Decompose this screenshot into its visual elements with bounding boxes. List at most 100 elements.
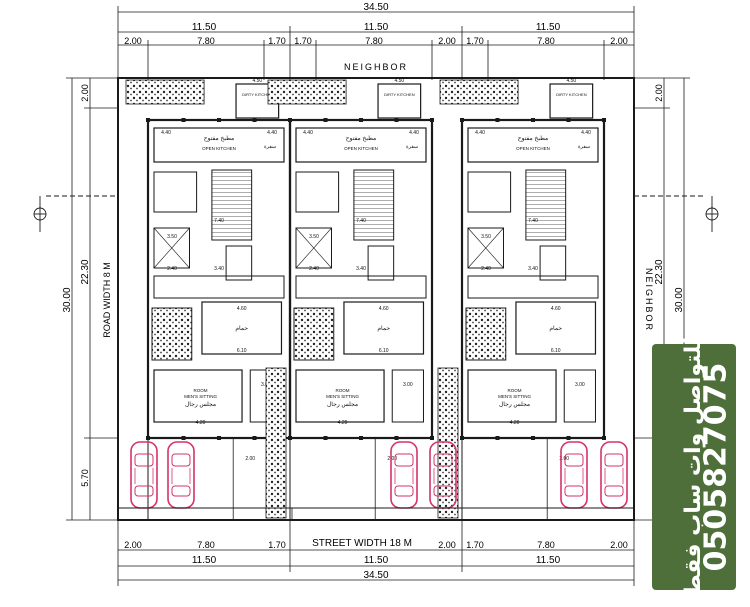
parked-car xyxy=(560,441,588,509)
courtyard xyxy=(465,307,507,361)
open-kitchen-room xyxy=(467,127,599,163)
dim-seg-top-4: 1.70 xyxy=(294,36,312,46)
wc-front xyxy=(563,369,596,423)
staircase xyxy=(211,169,253,241)
column-top xyxy=(460,118,464,122)
car-windshield xyxy=(433,453,453,467)
dirty-kitchen-label: DIRTY KITCHEN xyxy=(242,92,273,97)
column-bottom xyxy=(323,436,328,440)
column-top xyxy=(146,118,150,122)
dim-seg-bottom-7: 2.00 xyxy=(438,540,456,550)
column-top xyxy=(531,118,535,122)
parked-car xyxy=(600,441,628,509)
open-kitchen-ar-label: مطبخ مفتوح xyxy=(204,135,235,142)
parked-car xyxy=(167,441,195,509)
corridor xyxy=(467,275,599,299)
road-width-label: ROAD WIDTH 8 M xyxy=(102,262,112,338)
car-windshield xyxy=(604,453,624,467)
car-rear-window xyxy=(604,485,624,497)
dim-240: 2.40 xyxy=(481,266,491,272)
open-kitchen-label: OPEN KITCHEN xyxy=(516,146,550,151)
staircase xyxy=(353,169,395,241)
service-room xyxy=(295,227,332,269)
dim-450: 4.50 xyxy=(252,78,262,84)
dirty-kitchen-label: DIRTY KITCHEN xyxy=(556,92,587,97)
car-rear-window xyxy=(394,485,414,497)
rear-garden xyxy=(125,79,205,105)
column-bottom xyxy=(394,436,399,440)
room-label: ROOM xyxy=(194,388,208,393)
dim-610: 6.10 xyxy=(379,348,389,354)
store-ar-label: سفرة xyxy=(578,144,590,150)
dim-420: 4.20 xyxy=(196,420,206,426)
bath-ar-label: حمام xyxy=(549,325,562,332)
front-boundary-strip xyxy=(117,507,635,521)
dim-seg-top-8: 7.80 xyxy=(537,36,555,46)
room-upper-left xyxy=(467,171,512,213)
car-windshield xyxy=(171,453,191,467)
service-room-diag-b xyxy=(467,227,504,269)
dim-seg-top-9: 2.00 xyxy=(610,36,628,46)
plot-boundary xyxy=(117,77,635,521)
column-bottom xyxy=(252,436,257,440)
mens-sitting-ar-label: مجلس رجال xyxy=(185,401,216,408)
dim-740: 7.40 xyxy=(214,218,224,224)
contact-banner xyxy=(652,344,736,590)
column-top xyxy=(359,118,363,122)
column-bottom xyxy=(181,436,186,440)
dim-total-left: 30.00 xyxy=(62,287,73,312)
dim-rear-left: 2.00 xyxy=(80,84,90,102)
dim-350: 3.50 xyxy=(309,234,319,240)
dim-420: 4.20 xyxy=(510,420,520,426)
dim-610: 6.10 xyxy=(237,348,247,354)
dim-340: 3.40 xyxy=(214,266,224,272)
courtyard xyxy=(151,307,193,361)
column-bottom xyxy=(531,436,535,440)
dim-420: 4.20 xyxy=(338,420,348,426)
car-windshield xyxy=(134,453,154,467)
dim-seg-bottom-3: 1.70 xyxy=(268,540,286,550)
dim-seg-bottom-9: 7.80 xyxy=(537,540,555,550)
neighbor-right-label: NEIGHBOR xyxy=(644,268,654,332)
open-kitchen-label: OPEN KITCHEN xyxy=(344,146,378,151)
mens-sitting-ar-label: مجلس رجال xyxy=(327,401,358,408)
column-top xyxy=(217,118,221,122)
open-kitchen-room xyxy=(295,127,427,163)
dim-half-bottom-mid: 11.50 xyxy=(364,555,389,566)
wc-room xyxy=(367,245,395,281)
column-top xyxy=(394,118,399,122)
contact-phone-number: 0505827075 xyxy=(698,362,734,572)
dim-seg-top-5: 7.80 xyxy=(365,36,383,46)
dim-rear-right: 2.00 xyxy=(654,84,664,102)
dim-450: 4.50 xyxy=(394,78,404,84)
staircase xyxy=(525,169,567,241)
dim-half-top-left: 11.50 xyxy=(192,22,217,33)
corridor xyxy=(153,275,285,299)
column-top xyxy=(430,118,434,122)
car-windshield xyxy=(394,453,414,467)
top-dimensions xyxy=(117,6,635,80)
car-windshield xyxy=(564,453,584,467)
wc-front xyxy=(391,369,424,423)
dim-seg-top-6: 2.00 xyxy=(438,36,456,46)
dim-440-b: 4.40 xyxy=(581,130,591,136)
wc-room xyxy=(225,245,253,281)
dim-seg-top-3: 1.70 xyxy=(268,36,286,46)
column-bottom xyxy=(602,436,606,440)
dim-240: 2.40 xyxy=(167,266,177,272)
courtyard xyxy=(293,307,335,361)
dim-440: 4.40 xyxy=(303,130,313,136)
column-top xyxy=(252,118,257,122)
room-upper-left xyxy=(153,171,198,213)
dirty-kitchen-room xyxy=(377,83,422,119)
dim-350: 3.50 xyxy=(481,234,491,240)
dim-200: 2.00 xyxy=(387,456,397,462)
unit-outer-wall xyxy=(288,118,434,440)
dim-460: 4.60 xyxy=(237,306,247,312)
mens-sitting-label: MEN'S SITTING xyxy=(498,394,531,399)
dim-610: 6.10 xyxy=(551,348,561,354)
dim-460: 4.60 xyxy=(551,306,561,312)
room-label: ROOM xyxy=(508,388,522,393)
service-room xyxy=(467,227,504,269)
